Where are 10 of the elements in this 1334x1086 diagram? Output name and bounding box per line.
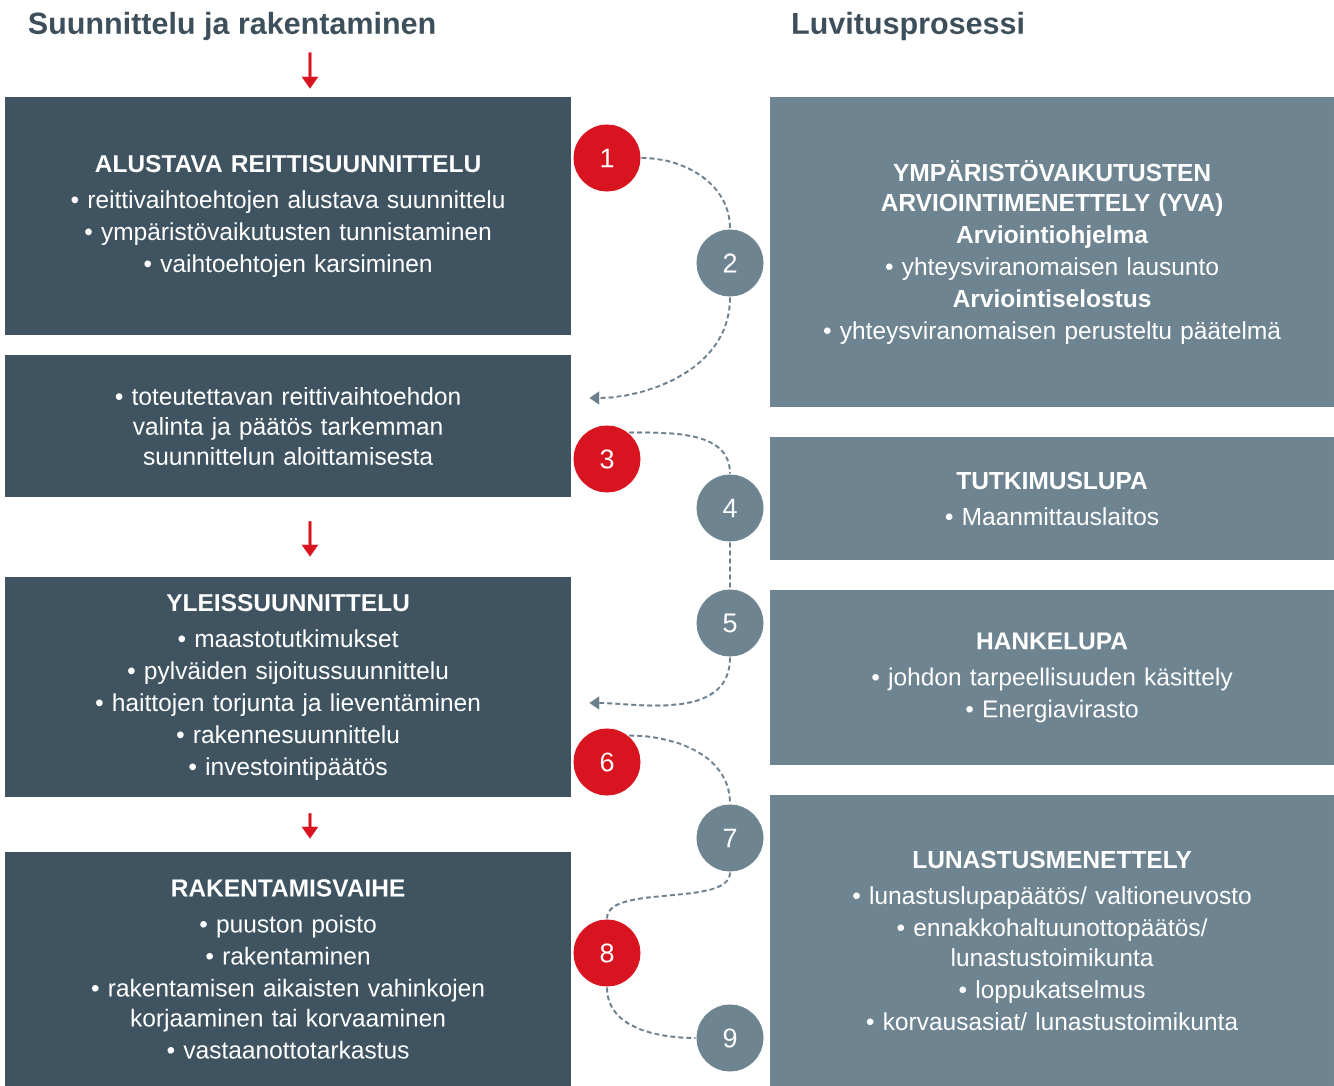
process-box: YMPÄRISTÖVAIKUTUSTEN ARVIOINTIMENETTELY (YVA) Arviointiohjelma • yhteysviranomaisen lausunto Arviointiselostus • yhteysviranomaisen perusteltu päätelmä xyxy=(770,97,1334,407)
process-box: TUTKIMUSLUPA • Maanmittauslaitos xyxy=(770,437,1334,560)
process-box: HANKELUPA • johdon tarpeellisuuden käsittely • Energiavirasto xyxy=(770,590,1334,765)
process-box: RAKENTAMISVAIHE • puuston poisto • rakentaminen • rakentamisen aikaisten vahinkojen korjaaminen tai korvaaminen • vastaanottotarkastus xyxy=(5,852,571,1086)
column-heading: Suunnittelu ja rakentaminen xyxy=(28,11,435,41)
process-box: ALUSTAVA REITTISUUNNITTELU • reittivaihtoehtojen alustava suunnittelu • ympäristövaikutusten tunnistaminen • vaihtoehtojen karsiminen xyxy=(5,97,571,335)
process-box: • toteutettavan reittivaihtoehdon valinta ja päätös tarkemman suunnittelun aloittamisesta xyxy=(5,355,571,497)
process-box: YLEISSUUNNITTELU • maastotutkimukset • pylväiden sijoitussuunnittelu • haittojen torjunta ja lieventäminen • rakennesuunnittelu • investointipäätös xyxy=(5,577,571,797)
column-heading: Luvitusprosessi xyxy=(793,11,1023,41)
process-box: LUNASTUSMENETTELY • lunastuslupapäätös/ valtioneuvosto • ennakkohaltuunottopäätös/ lunastustoimikunta • loppukatselmus • korvausasiat/ lunastustoimikunta xyxy=(770,795,1334,1086)
